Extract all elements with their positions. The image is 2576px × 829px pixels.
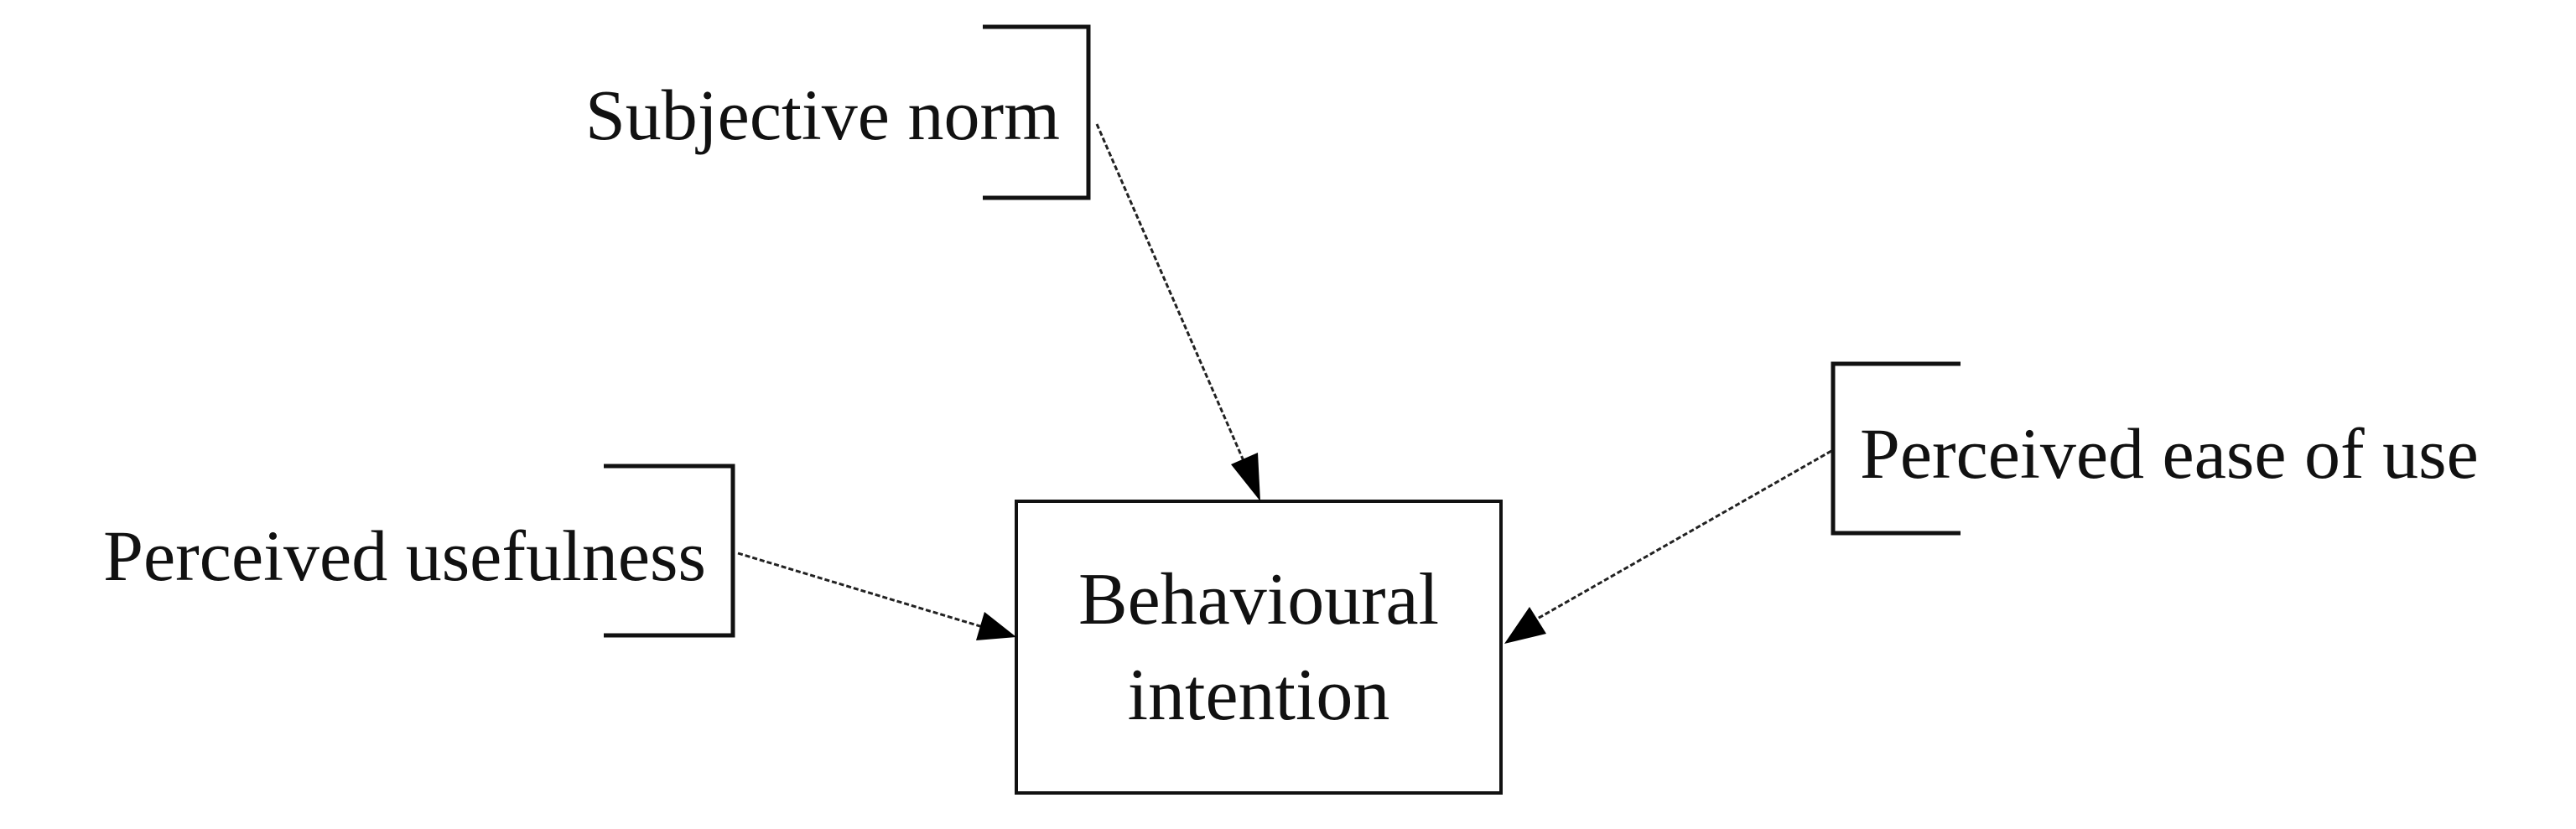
node-subjective-norm: Subjective norm <box>585 24 1091 200</box>
node-perceived-ease-of-use: Perceived ease of use <box>1831 361 2479 536</box>
arrow-perceived-ease-of-use-head <box>1504 607 1546 644</box>
arrow-subjective-norm <box>1095 123 1260 501</box>
arrow-perceived-ease-of-use-line <box>1534 449 1832 622</box>
perceived-ease-of-use-bracket <box>1831 361 1961 536</box>
perceived-usefulness-label: Perceived usefulness <box>103 516 706 596</box>
node-behavioural-intention: Behavioural intention <box>1015 500 1503 795</box>
arrow-subjective-norm-head <box>1231 453 1260 501</box>
arrow-subjective-norm-line <box>1095 123 1246 464</box>
arrow-perceived-usefulness-line <box>737 552 984 629</box>
subjective-norm-bracket <box>983 24 1091 200</box>
arrow-perceived-ease-of-use <box>1504 449 1832 644</box>
behavioural-intention-line1: Behavioural <box>1078 559 1439 640</box>
arrow-perceived-usefulness-head <box>976 612 1016 640</box>
arrow-perceived-usefulness <box>737 552 1016 640</box>
behavioural-intention-line2: intention <box>1128 655 1390 736</box>
node-perceived-usefulness: Perceived usefulness <box>103 464 735 638</box>
subjective-norm-label: Subjective norm <box>585 75 1060 155</box>
perceived-usefulness-bracket <box>604 464 735 638</box>
perceived-ease-of-use-label: Perceived ease of use <box>1860 413 2479 494</box>
behavioural-intention-box <box>1015 500 1503 795</box>
